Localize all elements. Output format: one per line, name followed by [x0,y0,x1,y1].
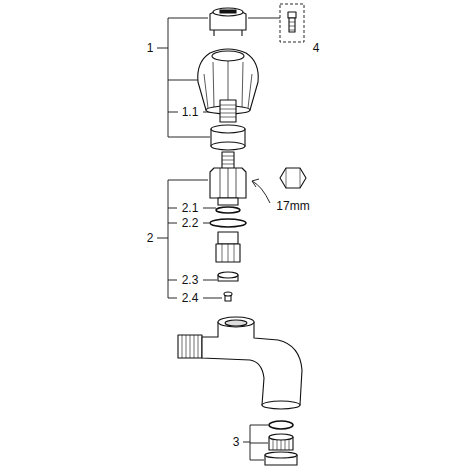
callout-number: 2.4 [181,291,200,305]
spare-part-box [280,4,304,42]
leader-lines [157,18,280,460]
tap-body-stroke [262,401,300,409]
spare-part-box-stroke [289,22,295,30]
handle-cap [210,8,246,36]
cartridge-stroke [216,207,240,213]
tap-body-stroke [202,322,302,405]
tap-body-stroke [225,320,247,326]
cartridge-stroke [216,244,240,262]
wrench-size-symbol-stroke [286,168,300,188]
handle-stroke [212,51,244,61]
leader-lines-stroke [243,425,268,460]
leader-lines-stroke [248,18,280,19]
callout-number: 17mm [275,199,310,213]
cartridge-stroke [218,272,238,278]
spline-adapter-stroke [220,105,236,117]
callout-number: 2.2 [181,216,200,230]
cartridge [210,152,246,301]
cartridge-stroke [218,232,238,244]
cartridge-stroke [222,156,234,164]
callout-number: 2.1 [181,201,200,215]
tap-body-stroke [218,317,254,327]
spline-adapter [220,100,236,122]
callout-number: 4 [312,41,321,55]
cartridge-stroke [222,244,234,262]
spare-part-box-stroke [280,4,304,42]
callout-number: 1 [146,41,155,55]
aerator-parts-stroke [265,452,297,458]
cartridge-stroke [218,198,238,205]
aerator-parts-stroke [269,434,293,440]
handle-cap-stroke [210,9,246,30]
leader-lines-stroke [252,179,259,187]
handle-cap-stroke [213,8,243,16]
cover-ring-stroke [211,142,245,150]
wrench-size-symbol-stroke [280,168,306,188]
aerator-parts [265,421,297,465]
cartridge-stroke [210,168,246,198]
handle-cap-stroke [214,30,242,36]
cartridge-stroke [222,152,234,169]
callout-number: 2 [146,231,155,245]
cover-ring [211,125,245,150]
callout-number: 2.3 [181,273,200,287]
spare-part-box-stroke [288,12,296,18]
tap-body-stroke [182,335,198,358]
wrench-size-symbol [280,168,306,188]
tap-body-stroke [178,335,202,358]
spline-adapter-stroke [220,100,236,122]
callout-number: 3 [232,435,241,449]
cartridge-stroke [210,219,246,227]
spare-part-box-stroke [289,18,295,32]
aerator-parts-stroke [273,440,289,450]
cartridge-stroke [220,168,236,198]
cover-ring-stroke [211,125,245,133]
tap-body [178,317,302,409]
cartridge-stroke [224,292,232,296]
aerator-parts-stroke [269,421,293,429]
handle-cap-stroke [220,10,236,13]
callout-number: 1.1 [181,105,200,119]
